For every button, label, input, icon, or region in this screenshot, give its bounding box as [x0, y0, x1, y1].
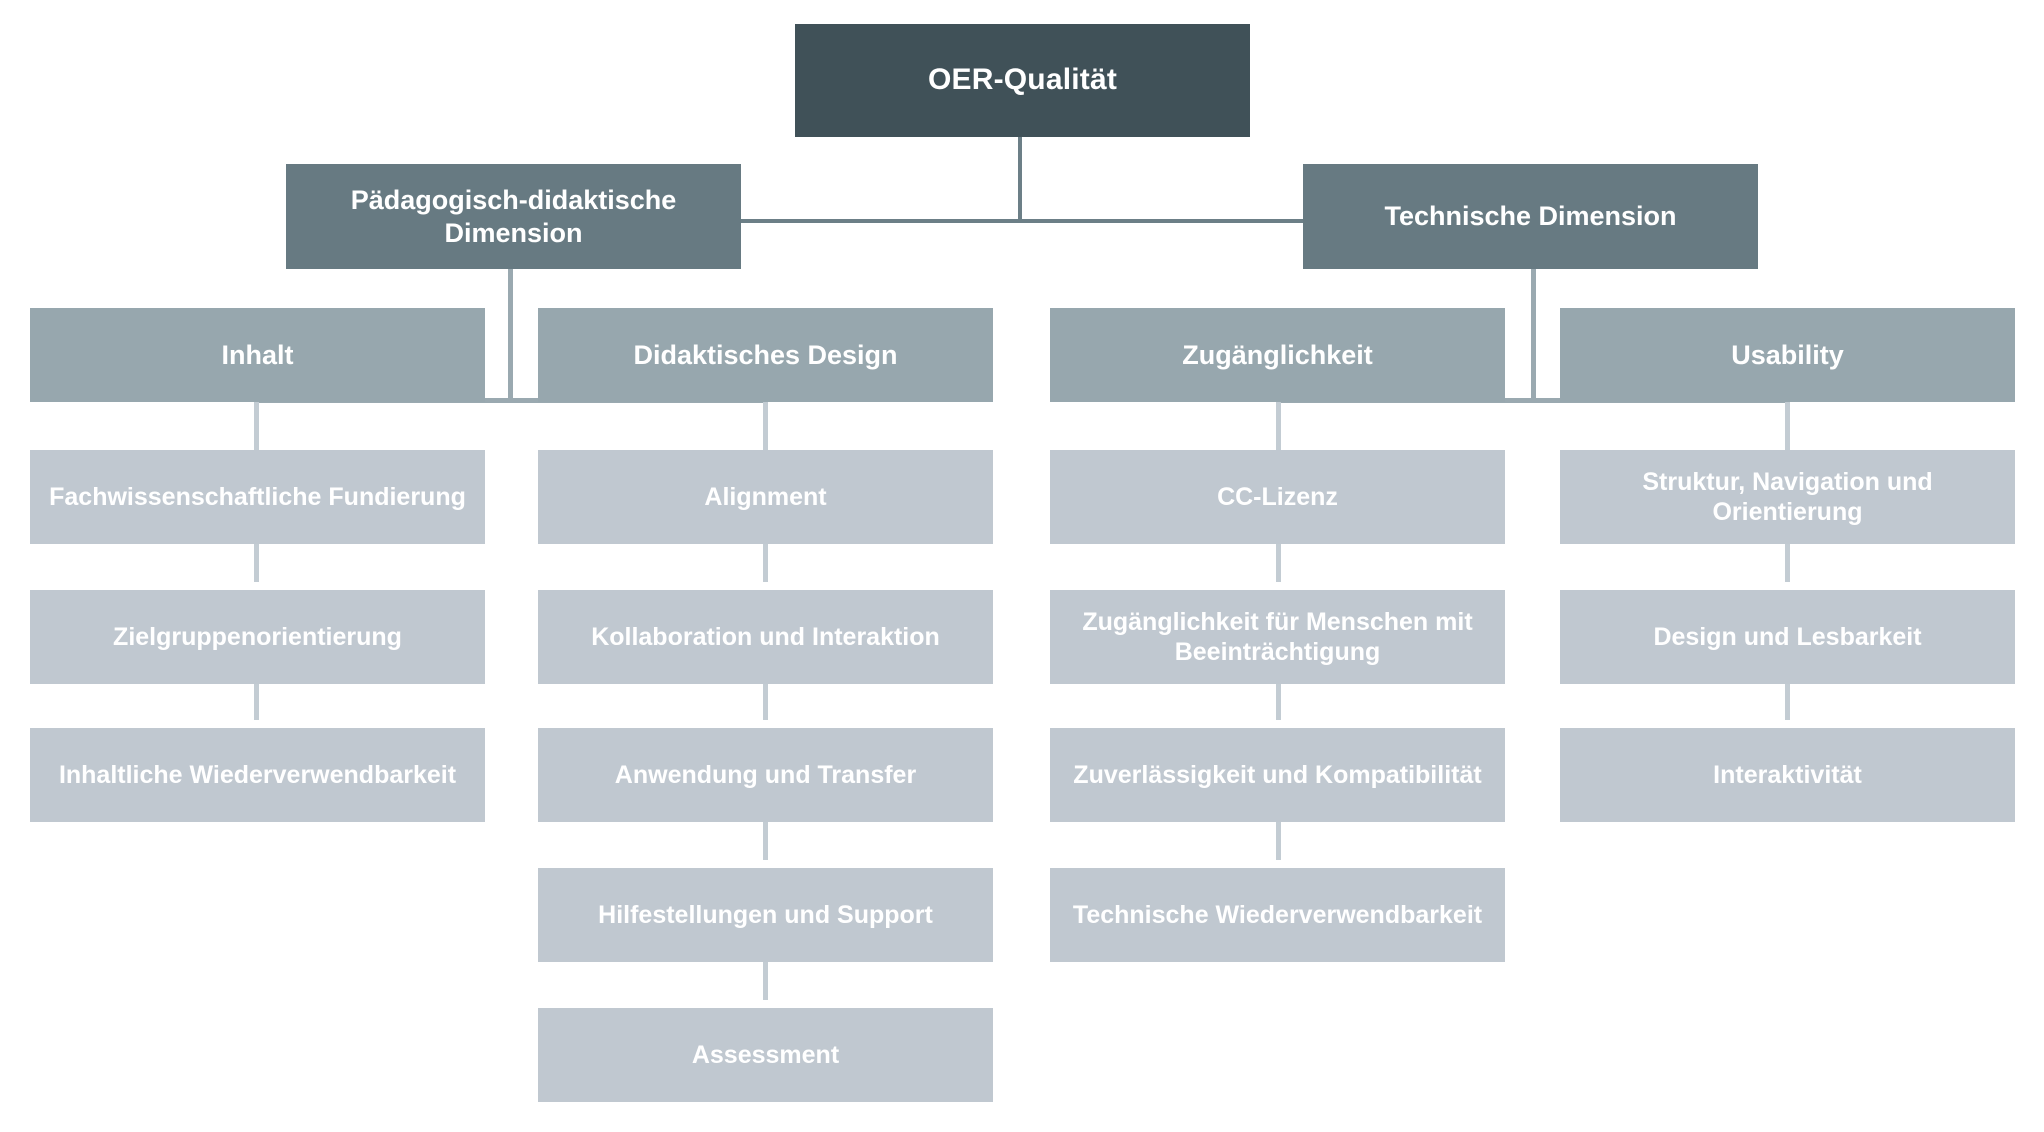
- connector-inhalt-stem-3: [254, 680, 259, 720]
- node-label: Zugänglichkeit: [1182, 339, 1373, 370]
- node-label: CC-Lizenz: [1217, 482, 1338, 511]
- node-criterion-anwendung-und-transfer[interactable]: Anwendung und Transfer: [538, 728, 993, 822]
- node-dimension-technisch[interactable]: Technische Dimension: [1303, 164, 1758, 269]
- node-label: Fachwissenschaftliche Fundierung: [49, 482, 466, 511]
- node-root-oer-qualitaet[interactable]: OER-Qualität: [795, 24, 1250, 137]
- connector-inhalt-stem-2: [254, 542, 259, 582]
- node-criterion-alignment[interactable]: Alignment: [538, 450, 993, 544]
- node-criterion-kollaboration-und-interaktion[interactable]: Kollaboration und Interaktion: [538, 590, 993, 684]
- connector-right-categories-horizontal: [1278, 398, 1788, 403]
- connector-usability-stem-1: [1785, 400, 1790, 452]
- connector-root-vertical: [1018, 136, 1022, 221]
- node-dimension-paedagogisch-didaktisch[interactable]: Pädagogisch-didaktische Dimension: [286, 164, 741, 269]
- node-label: Didaktisches Design: [633, 339, 898, 370]
- node-label: Assessment: [691, 1040, 840, 1069]
- node-criterion-struktur-navigation-orientierung[interactable]: Struktur, Navigation und Orientierung: [1560, 450, 2015, 544]
- node-criterion-zugaenglichkeit-beeintraechtigung[interactable]: Zugänglichkeit für Menschen mit Beeinträ…: [1050, 590, 1505, 684]
- node-criterion-cc-lizenz[interactable]: CC-Lizenz: [1050, 450, 1505, 544]
- node-label: OER-Qualität: [927, 63, 1118, 97]
- node-criterion-inhaltliche-wiederverwendbarkeit[interactable]: Inhaltliche Wiederverwendbarkeit: [30, 728, 485, 822]
- node-label: Usability: [1731, 339, 1844, 370]
- node-category-usability[interactable]: Usability: [1560, 308, 2015, 402]
- connector-didaktik-stem-3: [763, 680, 768, 720]
- node-criterion-interaktivitaet[interactable]: Interaktivität: [1560, 728, 2015, 822]
- node-label: Alignment: [704, 482, 827, 511]
- connector-inhalt-stem-1: [254, 400, 259, 452]
- node-criterion-technische-wiederverwendbarkeit[interactable]: Technische Wiederverwendbarkeit: [1050, 868, 1505, 962]
- connector-zugang-stem-1: [1276, 400, 1281, 452]
- connector-zugang-stem-3: [1276, 680, 1281, 720]
- connector-didaktik-stem-4: [763, 820, 768, 860]
- node-label: Pädagogisch-didaktische Dimension: [350, 184, 677, 248]
- connector-didaktik-stem-5: [763, 960, 768, 1000]
- node-category-didaktisches-design[interactable]: Didaktisches Design: [538, 308, 993, 402]
- connector-usability-stem-3: [1785, 680, 1790, 720]
- connector-didaktik-stem-2: [763, 542, 768, 582]
- node-criterion-zuverlaessigkeit-und-kompatibilitaet[interactable]: Zuverlässigkeit und Kompatibilität: [1050, 728, 1505, 822]
- node-label: Inhaltliche Wiederverwendbarkeit: [58, 760, 457, 789]
- connector-usability-stem-2: [1785, 542, 1790, 582]
- node-criterion-hilfestellungen-und-support[interactable]: Hilfestellungen und Support: [538, 868, 993, 962]
- node-label: Zielgruppenorientierung: [113, 622, 402, 651]
- node-label: Kollaboration und Interaktion: [591, 622, 940, 651]
- node-label: Inhalt: [221, 339, 294, 370]
- node-category-zugaenglichkeit[interactable]: Zugänglichkeit: [1050, 308, 1505, 402]
- node-label: Interaktivität: [1713, 760, 1862, 789]
- node-criterion-assessment[interactable]: Assessment: [538, 1008, 993, 1102]
- node-label: Hilfestellungen und Support: [598, 900, 933, 929]
- node-label: Zuverlässigkeit und Kompatibilität: [1073, 760, 1482, 789]
- connector-left-categories-horizontal: [256, 398, 766, 403]
- node-label: Technische Wiederverwendbarkeit: [1072, 900, 1483, 929]
- node-label: Struktur, Navigation und Orientierung: [1642, 467, 1933, 527]
- node-criterion-fachwissenschaftliche-fundierung[interactable]: Fachwissenschaftliche Fundierung: [30, 450, 485, 544]
- node-label: Technische Dimension: [1384, 201, 1677, 232]
- node-criterion-zielgruppenorientierung[interactable]: Zielgruppenorientierung: [30, 590, 485, 684]
- node-category-inhalt[interactable]: Inhalt: [30, 308, 485, 402]
- connector-right-dimension-vertical: [1531, 268, 1536, 402]
- connector-zugang-stem-2: [1276, 542, 1281, 582]
- connector-didaktik-stem-1: [763, 400, 768, 452]
- connector-zugang-stem-4: [1276, 820, 1281, 860]
- node-label: Anwendung und Transfer: [614, 760, 917, 789]
- connector-left-dimension-vertical: [508, 268, 513, 402]
- node-criterion-design-und-lesbarkeit[interactable]: Design und Lesbarkeit: [1560, 590, 2015, 684]
- node-label: Design und Lesbarkeit: [1653, 622, 1922, 651]
- node-label: Zugänglichkeit für Menschen mit Beeinträ…: [1082, 607, 1473, 667]
- connector-dimension-horizontal: [737, 219, 1737, 223]
